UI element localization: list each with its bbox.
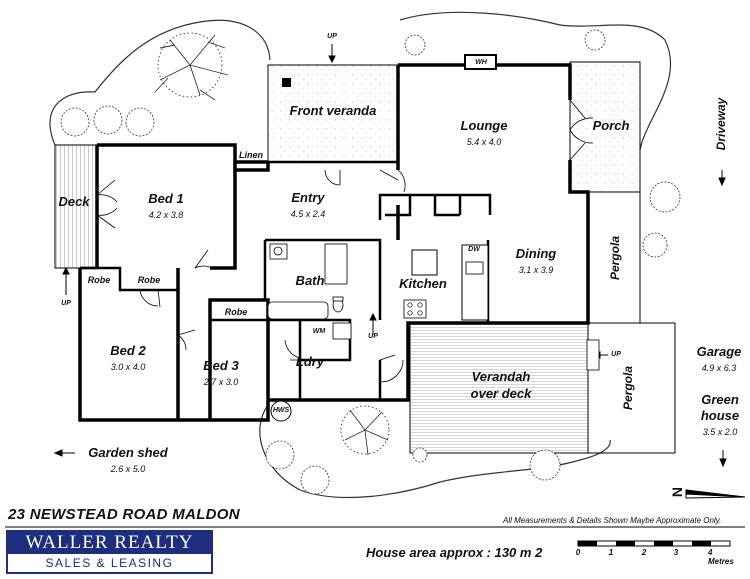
room-garden-shed: Garden shed [88,445,168,460]
tree-bottom [340,405,390,456]
room-lounge-size: 5.4 x 4.0 [466,137,502,147]
fixture-wh: WH [475,59,487,66]
scale-label-0: 0 [575,548,581,557]
green-house-arrow [719,450,727,468]
room-bed3-size: 2.7 x 3.0 [203,377,239,387]
room-lounge: Lounge [460,118,508,133]
room-deck: Deck [58,194,90,209]
room-robe-1: Robe [87,275,111,285]
room-green-house: Green [701,392,739,407]
room-pergola-top: Pergola [608,235,622,281]
room-porch: Porch [592,118,630,133]
deck-floor [54,144,98,269]
scale-bar [577,540,731,547]
room-green-house-line2: house [700,408,740,423]
basin [269,243,288,260]
room-bed2: Bed 2 [110,343,146,358]
driveway-arrows [718,170,726,187]
garden-shed-arrow [53,449,75,457]
room-kitchen: Kitchen [399,276,447,291]
pergola-bottom [588,322,676,454]
room-verandah-line2: over deck [470,386,532,401]
fixture-dw: DW [468,246,480,253]
laundry-trough [332,322,352,340]
room-pergola-bottom: Pergola [621,365,635,411]
property-address: 23 NEWSTEAD ROAD MALDON [8,506,240,523]
disclaimer: All Measurements & Details Shown Maybe A… [503,516,722,525]
bathtub [267,301,329,320]
verandah-floor [409,322,589,454]
room-entry: Entry [291,190,325,205]
scale-label-4: 4 Metres [708,548,734,566]
up-label-veranda: UP [327,33,337,40]
scale-label-1: 1 [608,548,614,557]
up-label-verandah: UP [611,351,621,358]
room-garage-size: 4.9 x 6.3 [701,363,737,373]
driveway-label: Driveway [714,97,728,151]
scale-label-3: 3 [673,548,679,557]
room-verandah: Verandah [471,369,531,384]
sink [465,261,484,275]
porch-floor [569,61,641,193]
up-label-deck: UP [61,300,71,307]
tree-top [154,32,229,101]
room-entry-size: 4.5 x 2.4 [290,209,326,219]
garden-outline-top [49,11,672,151]
front-veranda-post [282,78,291,87]
north-arrow [685,489,746,499]
fixture-wm: WM [312,328,326,335]
shrubs-bottom [265,232,668,495]
room-bed1: Bed 1 [148,191,184,206]
room-linen: Linen [239,150,263,160]
kitchen-bench [461,244,489,321]
doors [96,99,594,383]
shower [324,243,348,285]
room-bath: Bath [295,273,325,288]
room-bed1-size: 4.2 x 3.8 [148,210,184,220]
fixture-hws: HWS [272,407,290,414]
room-garage: Garage [696,344,742,359]
kitchen-island [411,249,438,276]
house-area: House area approx : 130 m 2 [366,545,543,560]
room-front-veranda: Front veranda [289,103,377,118]
step-right [586,339,600,371]
up-label-kitchen: UP [368,333,378,340]
room-dining-size: 3.1 x 3.9 [518,265,554,275]
scale-label-2: 2 [641,548,647,557]
room-robe-2: Robe [137,275,161,285]
hot-water-service [270,400,292,422]
room-dining: Dining [515,246,557,261]
room-ldry: Ldry [295,354,325,369]
room-garden-shed-size: 2.6 x 5.0 [110,464,146,474]
agency-logo: WALLER REALTY SALES & LEASING [6,530,213,574]
room-bed2-size: 3.0 x 4.0 [110,362,146,372]
room-robe-3: Robe [224,307,248,317]
water-heater-box [464,54,497,70]
room-bed3: Bed 3 [203,358,239,373]
stove [403,299,427,319]
shrubs-top [60,29,681,213]
room-green-house-size: 3.5 x 2.0 [702,427,738,437]
north-label: N [669,486,686,498]
logo-title: WALLER REALTY [25,532,194,553]
logo-subtitle: SALES & LEASING [8,554,211,572]
exterior-walls [78,63,590,422]
